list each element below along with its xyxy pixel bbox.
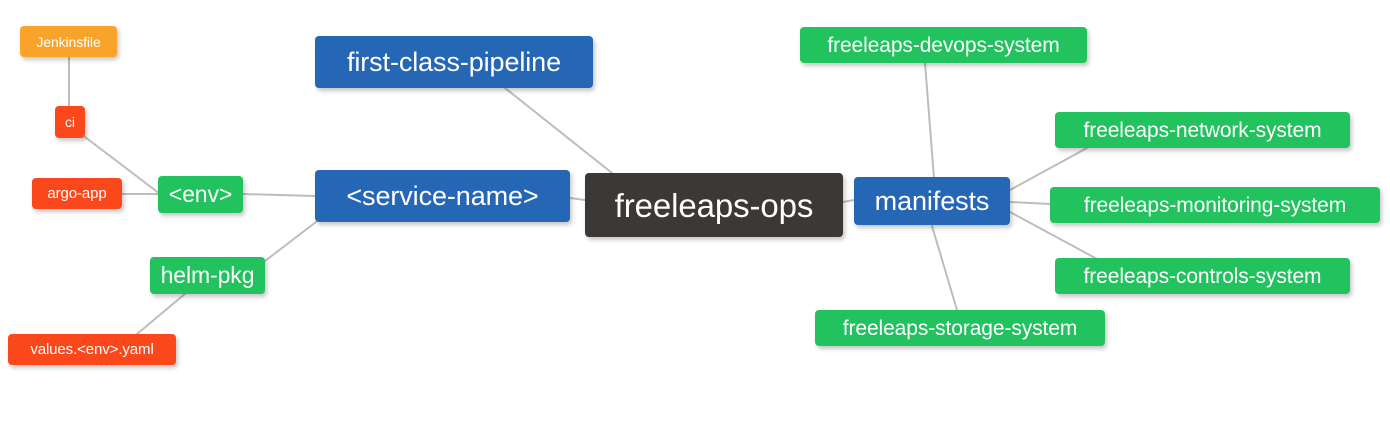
node-label: <env> (168, 181, 233, 207)
edge-service-name-helm-pkg (264, 221, 317, 262)
node-helm-pkg[interactable]: helm-pkg (150, 257, 265, 294)
edge-ops-service-name (569, 197, 586, 201)
node-label: first-class-pipeline (346, 46, 562, 77)
node-service-name[interactable]: <service-name> (315, 170, 570, 222)
node-label: freeleaps-ops (614, 186, 814, 224)
node-freeleaps-storage-system[interactable]: freeleaps-storage-system (815, 310, 1105, 346)
node-argo-app[interactable]: argo-app (32, 178, 122, 209)
node-label: values.<env>.yaml (30, 341, 154, 358)
edge-ops-first-class-pipeline (504, 87, 613, 174)
edge-manifests-storage (931, 225, 958, 311)
node-label: freeleaps-devops-system (827, 33, 1060, 57)
node-label: argo-app (47, 185, 107, 202)
node-label: freeleaps-monitoring-system (1083, 193, 1347, 217)
edge-service-name-env (242, 193, 316, 197)
node-label: <service-name> (346, 180, 539, 211)
node-label: helm-pkg (160, 262, 255, 288)
edge-manifests-network (1009, 147, 1088, 191)
node-label: freeleaps-storage-system (842, 316, 1078, 340)
node-values-env-yaml[interactable]: values.<env>.yaml (8, 334, 176, 365)
edge-manifests-devops (924, 62, 935, 179)
node-label: Jenkinsfile (36, 33, 101, 50)
node-env[interactable]: <env> (158, 176, 243, 213)
node-manifests[interactable]: manifests (854, 177, 1010, 225)
node-label: ci (65, 114, 75, 130)
node-label: manifests (874, 185, 990, 216)
node-first-class-pipeline[interactable]: first-class-pipeline (315, 36, 593, 88)
node-freeleaps-monitoring-system[interactable]: freeleaps-monitoring-system (1050, 187, 1380, 223)
node-jenkinsfile[interactable]: Jenkinsfile (20, 26, 117, 57)
node-freeleaps-devops-system[interactable]: freeleaps-devops-system (800, 27, 1087, 63)
node-freeleaps-controls-system[interactable]: freeleaps-controls-system (1055, 258, 1350, 294)
node-label: freeleaps-network-system (1083, 118, 1322, 142)
node-freeleaps-network-system[interactable]: freeleaps-network-system (1055, 112, 1350, 148)
edge-manifests-monitoring (1009, 201, 1051, 205)
edge-helm-pkg-values (136, 292, 187, 335)
node-freeleaps-ops[interactable]: freeleaps-ops (585, 173, 843, 237)
node-label: freeleaps-controls-system (1083, 264, 1322, 288)
node-ci[interactable]: ci (55, 106, 85, 138)
edge-ops-manifests (842, 199, 855, 203)
